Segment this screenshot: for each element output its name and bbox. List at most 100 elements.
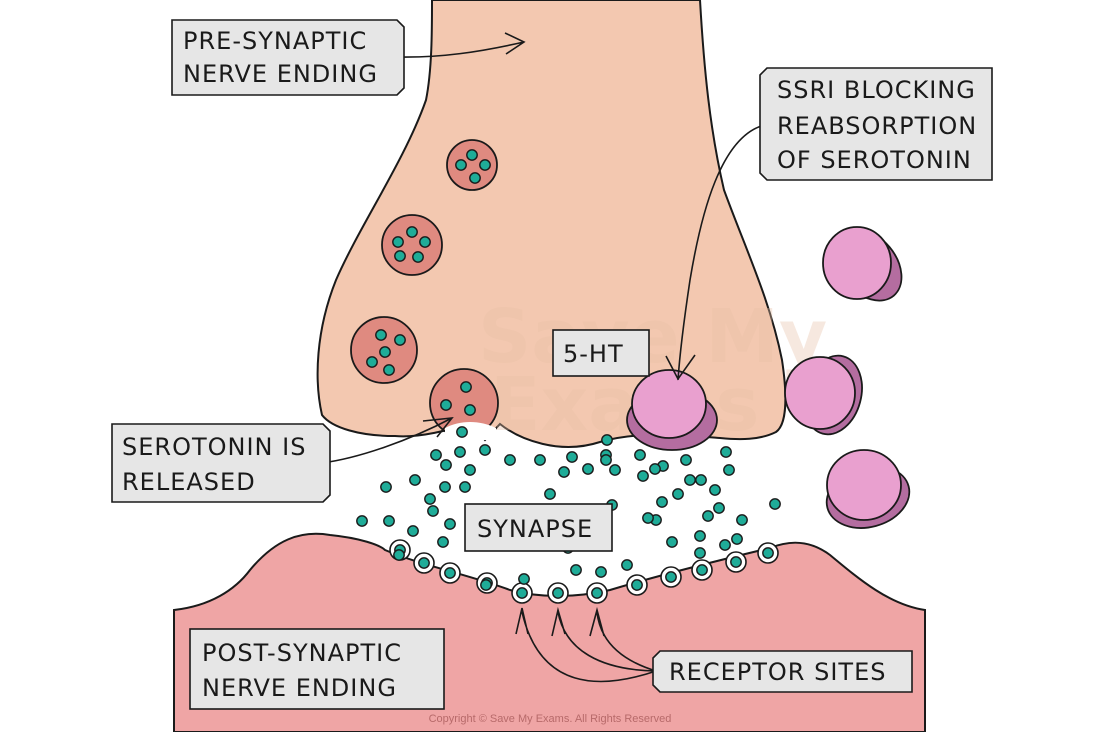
serotonin-molecule	[666, 536, 678, 548]
bound-serotonin-molecule	[516, 587, 528, 599]
label-ssri: SSRI BLOCKING REABSORPTION OF SEROTONIN	[759, 67, 993, 181]
ssri-molecule-free-2	[784, 354, 863, 436]
serotonin-molecule	[720, 446, 732, 458]
serotonin-molecule	[621, 559, 633, 571]
label-serotonin-released-line-2: RELEASED	[122, 468, 256, 496]
serotonin-molecule	[672, 488, 684, 500]
bound-serotonin-molecule	[418, 557, 430, 569]
label-5ht: 5-HT	[552, 329, 650, 377]
serotonin-molecule	[464, 464, 476, 476]
ssri-molecules	[626, 226, 911, 529]
copyright-notice: Copyright © Save My Exams. All Rights Re…	[429, 713, 672, 725]
watermark: Save My Exams	[478, 294, 827, 448]
ssri-arrow	[665, 123, 771, 381]
label-serotonin-released: SEROTONIN IS RELEASED	[111, 423, 331, 503]
ssri-front-disc	[631, 369, 707, 439]
serotonin-molecule	[719, 539, 731, 551]
serotonin-molecule	[504, 454, 516, 466]
bound-serotonin-molecule	[631, 579, 643, 591]
serotonin-released-arrow	[321, 417, 454, 464]
label-ssri-line-3: OF SEROTONIN	[777, 146, 972, 174]
serotonin-molecule	[601, 434, 613, 446]
serotonin-molecules	[356, 434, 781, 591]
serotonin-molecule	[479, 444, 491, 456]
serotonin-molecule	[637, 470, 649, 482]
bound-serotonin-molecule	[444, 567, 456, 579]
serotonin-molecule	[454, 446, 466, 458]
label-synapse-text: SYNAPSE	[477, 515, 593, 543]
serotonin-molecule	[736, 514, 748, 526]
serotonin-molecule	[649, 463, 661, 475]
serotonin-molecule	[558, 466, 570, 478]
serotonin-molecule	[383, 515, 395, 527]
serotonin-molecule	[694, 547, 706, 559]
serotonin-molecule	[595, 566, 607, 578]
label-serotonin-released-line-1: SEROTONIN IS	[122, 433, 306, 461]
serotonin-molecule	[440, 459, 452, 471]
serotonin-molecule	[566, 451, 578, 463]
serotonin-molecule	[444, 518, 456, 530]
serotonin-molecule	[430, 449, 442, 461]
serotonin-molecule	[600, 454, 612, 466]
serotonin-molecule	[680, 454, 692, 466]
serotonin-molecule	[424, 493, 436, 505]
bound-serotonin-molecule	[730, 556, 742, 568]
serotonin-molecule	[634, 449, 646, 461]
serotonin-molecule	[731, 533, 743, 545]
serotonin-molecule	[407, 525, 419, 537]
serotonin-molecule	[427, 505, 439, 517]
released-serotonin	[456, 426, 468, 438]
serotonin-molecule	[437, 536, 449, 548]
vesicle-serotonin	[394, 334, 406, 346]
serotonin-molecule	[534, 454, 546, 466]
vesicle-serotonin	[464, 404, 476, 416]
vesicle-serotonin	[412, 251, 424, 263]
serotonin-molecule	[723, 464, 735, 476]
label-post-synaptic-line-1: POST-SYNAPTIC	[202, 639, 402, 667]
vesicle-serotonin	[440, 399, 452, 411]
label-ssri-line-1: SSRI BLOCKING	[777, 76, 976, 104]
bound-serotonin-molecule	[591, 587, 603, 599]
ssri-molecule-bound	[626, 369, 718, 451]
serotonin-molecule	[480, 579, 492, 591]
serotonin-molecule	[459, 481, 471, 493]
label-synapse: SYNAPSE	[464, 503, 613, 552]
vesicle-membrane	[381, 214, 443, 276]
serotonin-molecule	[409, 474, 421, 486]
label-pre-synaptic-line-2: NERVE ENDING	[183, 60, 378, 88]
ssri-front-disc	[826, 449, 902, 521]
vesicle-serotonin	[419, 236, 431, 248]
bound-serotonin-molecule	[665, 571, 677, 583]
serotonin-molecule	[642, 512, 654, 524]
receptor-arrow-1	[515, 607, 657, 683]
pre-synaptic-arrow	[396, 32, 526, 58]
ssri-front-disc	[784, 356, 856, 430]
receptor-arrow-2	[551, 606, 657, 672]
serotonin-molecule	[702, 510, 714, 522]
serotonin-molecule	[694, 530, 706, 542]
vesicle-3	[350, 316, 418, 384]
label-5ht-text: 5-HT	[563, 340, 624, 368]
serotonin-molecule	[656, 496, 668, 508]
vesicle-serotonin	[469, 172, 481, 184]
vesicle-1	[446, 139, 498, 191]
vesicle-2	[381, 214, 443, 276]
vesicle-serotonin	[460, 381, 472, 393]
serotonin-molecule	[769, 498, 781, 510]
label-pre-synaptic-line-1: PRE-SYNAPTIC	[183, 27, 367, 55]
label-post-synaptic-line-2: NERVE ENDING	[202, 674, 397, 702]
bound-serotonin-molecule	[552, 587, 564, 599]
label-ssri-line-2: REABSORPTION	[777, 112, 977, 140]
vesicle-serotonin	[375, 329, 387, 341]
bound-serotonin-molecule	[696, 564, 708, 576]
serotonin-molecule	[356, 515, 368, 527]
serotonin-molecule	[393, 549, 405, 561]
vesicle-serotonin	[455, 159, 467, 171]
vesicle-serotonin	[466, 149, 478, 161]
watermark-line-1: Save My	[478, 294, 827, 380]
vesicle-serotonin	[383, 364, 395, 376]
ssri-molecule-free-1	[822, 226, 903, 302]
serotonin-molecule	[609, 464, 621, 476]
serotonin-molecule	[439, 481, 451, 493]
